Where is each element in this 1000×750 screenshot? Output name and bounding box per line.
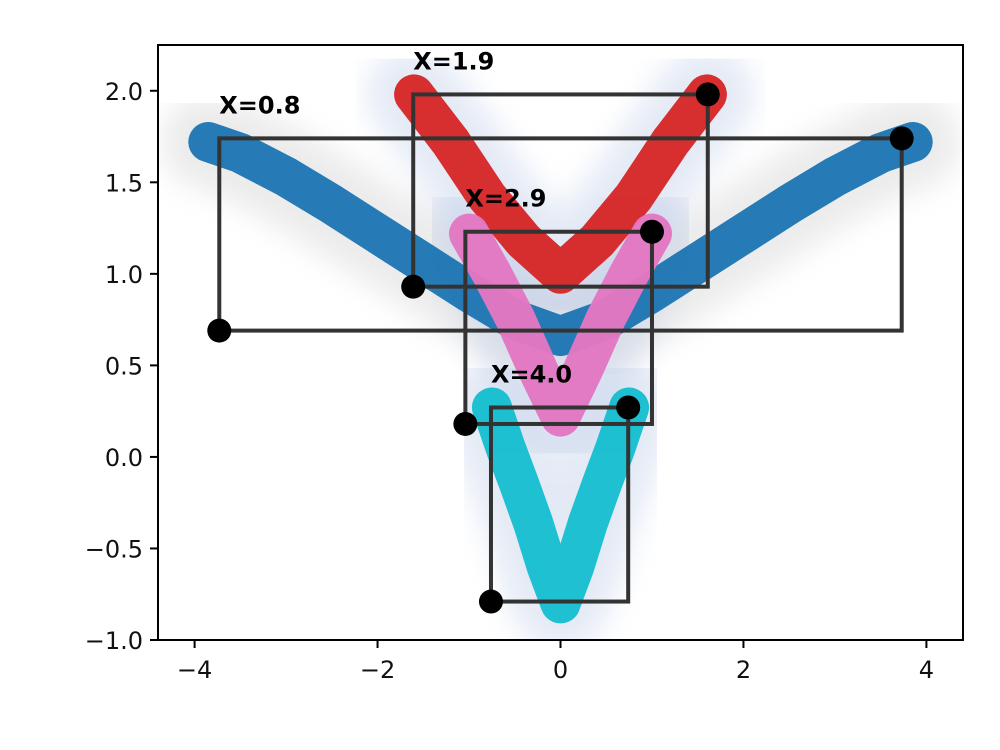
- x-tick-label: −4: [177, 656, 212, 684]
- x-axis: −4 −2 0 2 4: [177, 640, 934, 684]
- annotation-label-2: X=1.9: [413, 47, 494, 75]
- annotation-start-point-4: [478, 589, 503, 614]
- x-tick-label: 2: [736, 656, 751, 684]
- annotation-end-point-2: [695, 82, 720, 107]
- annotation-label-1: X=0.8: [219, 91, 300, 119]
- annotation-labels: X=0.8 X=1.9X=2.9X=4.0: [219, 47, 572, 388]
- annotation-box-2: [411, 92, 710, 289]
- y-tick-label: 2.0: [105, 78, 143, 106]
- annotation-start-point-1: [207, 318, 232, 343]
- annotation-end-point-1: [889, 126, 914, 151]
- series-2-line: [394, 74, 727, 294]
- y-tick-label: 1.5: [105, 169, 143, 197]
- annotation-label-3: X=2.9: [465, 185, 546, 213]
- x-tick-label: 0: [553, 656, 568, 684]
- y-tick-label: 0.5: [105, 352, 143, 380]
- annotation-end-point-3: [639, 219, 664, 244]
- y-axis: −1.0 −0.5 0.0 0.5 1.0 1.5 2.0: [85, 78, 158, 655]
- x-tick-label: −2: [360, 656, 395, 684]
- plot-area: [160, 46, 961, 640]
- annotation-box-3: [463, 229, 654, 426]
- y-tick-label: −0.5: [85, 535, 143, 563]
- annotation-box-1: [217, 136, 904, 333]
- y-tick-label: −1.0: [85, 627, 143, 655]
- x-tick-label: 4: [919, 656, 934, 684]
- annotation-start-point-2: [401, 274, 426, 299]
- y-tick-label: 0.0: [105, 444, 143, 472]
- series-1-line: [188, 122, 933, 357]
- annotation-label-4: X=4.0: [491, 360, 572, 388]
- annotation-end-point-4: [616, 395, 641, 420]
- annotation-layer: [207, 82, 914, 614]
- annotation-start-point-3: [453, 411, 478, 436]
- y-tick-label: 1.0: [105, 261, 143, 289]
- annotation-box-4: [488, 405, 631, 604]
